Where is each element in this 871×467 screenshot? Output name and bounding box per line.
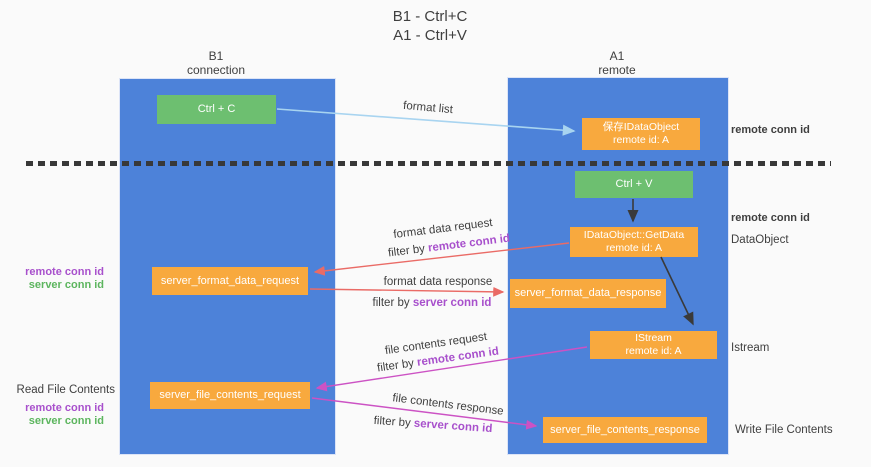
- diagram-title: B1 - Ctrl+C A1 - Ctrl+V: [0, 7, 860, 45]
- getdata-node: IDataObject::GetData remote id: A: [570, 227, 698, 257]
- server-format-data-response-label: server_format_data_response: [514, 287, 662, 299]
- right-column-role: remote: [598, 62, 636, 77]
- server-format-data-request-label: server_format_data_request: [160, 274, 300, 287]
- left-conn-id-group-1: remote conn id server conn id: [0, 266, 104, 292]
- ctrl-c-node: Ctrl + C: [157, 95, 276, 124]
- right-column-header: A1 remote: [567, 49, 667, 77]
- server-conn-id-text-2: server conn id: [413, 417, 493, 436]
- server-format-data-response-node: server_format_data_response: [510, 279, 666, 308]
- left-column-role: connection: [186, 62, 246, 77]
- right-column-name: A1: [609, 49, 625, 63]
- getdata-line2: remote id: A: [605, 242, 663, 254]
- filter-by-text-3: filter by: [376, 357, 415, 375]
- left-server-conn-id-2: server conn id: [28, 415, 104, 427]
- format-data-response-annotation: format data response: [383, 276, 493, 288]
- server-file-contents-request-node: server_file_contents_request: [150, 382, 310, 409]
- server-format-data-request-node: server_format_data_request: [152, 267, 308, 295]
- server-file-contents-response-label: server_file_contents_response: [550, 423, 700, 436]
- ctrl-v-label: Ctrl + V: [615, 178, 653, 190]
- filter-by-text-2: filter by: [372, 297, 410, 309]
- istream-line1: IStream: [635, 332, 672, 344]
- left-conn-id-group-2: remote conn id server conn id: [0, 402, 104, 428]
- saved-dataobject-node: 保存IDataObject remote id: A: [582, 118, 700, 150]
- istream-line2: remote id: A: [625, 345, 682, 357]
- right-remote-conn-id-top: remote conn id: [731, 124, 810, 136]
- server-conn-id-text-1: server conn id: [412, 297, 492, 309]
- ctrl-v-node: Ctrl + V: [575, 171, 693, 198]
- saved-dataobject-line1: 保存IDataObject: [602, 121, 680, 133]
- right-remote-conn-id-mid: remote conn id: [731, 212, 810, 224]
- left-remote-conn-id-2: remote conn id: [25, 402, 104, 414]
- title-line-1: B1 - Ctrl+C: [392, 8, 468, 25]
- remote-conn-id-text-1: remote conn id: [427, 232, 511, 255]
- filter-by-text-1: filter by: [387, 243, 426, 260]
- saved-dataobject-line2: remote id: A: [612, 134, 670, 146]
- server-file-contents-request-label: server_file_contents_request: [159, 389, 301, 401]
- read-file-contents-label: Read File Contents: [16, 384, 115, 396]
- istream-side-label: Istream: [731, 342, 770, 354]
- format-list-annotation: format list: [402, 99, 454, 117]
- filter-by-server-conn-id-1: filter by server conn id: [362, 297, 502, 309]
- left-remote-conn-id-1: remote conn id: [25, 266, 104, 278]
- server-file-contents-response-node: server_file_contents_response: [543, 417, 707, 443]
- left-column-header: B1 connection: [166, 49, 266, 77]
- left-server-conn-id-1: server conn id: [28, 279, 104, 291]
- ctrl-c-label: Ctrl + C: [197, 103, 236, 115]
- left-column-name: B1: [208, 49, 224, 63]
- title-line-2: A1 - Ctrl+V: [393, 27, 467, 44]
- write-file-contents-label: Write File Contents: [735, 424, 833, 436]
- filter-by-server-conn-id-2: filter by server conn id: [363, 414, 503, 436]
- file-contents-response-annotation: file contents response: [391, 392, 505, 418]
- getdata-line1: IDataObject::GetData: [583, 229, 685, 241]
- filter-by-text-4: filter by: [373, 414, 412, 430]
- dataobject-label: DataObject: [731, 234, 789, 246]
- istream-node: IStream remote id: A: [590, 331, 717, 359]
- format-data-response-arrow: [309, 286, 505, 297]
